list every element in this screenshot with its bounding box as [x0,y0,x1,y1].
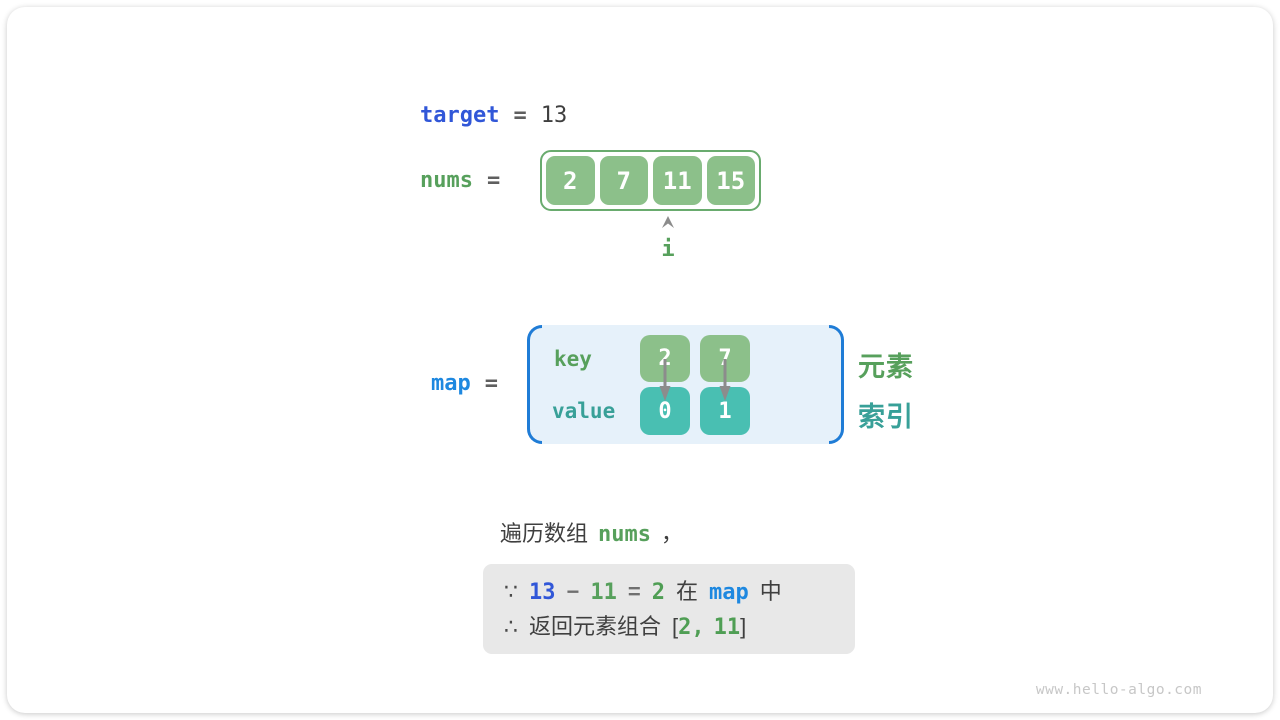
caption-prefix: 遍历数组 [500,521,589,546]
nums-equals: = [486,168,501,193]
therefore-symbol: ∴ [504,614,518,639]
map-value-cell: 1 [700,387,750,435]
conclusion-line-1: ∵ 13 − 11 = 2 在 map 中 [504,575,855,610]
array-cell: 7 [599,156,648,205]
map-right-bracket [829,325,844,444]
key-to-value-arrow-icon [659,359,671,401]
target-label: target [420,103,500,128]
target-number-token: 13 [529,580,556,605]
map-value-row-label: value [552,399,616,423]
map-label: map [431,371,471,396]
figure-card: target = 13 nums = 2 7 11 15 i map = [7,7,1273,713]
difference-token: 2 [651,580,665,605]
result-comma: , [691,615,705,640]
caption-suffix: ， [661,521,684,546]
map-key-row-label: key [554,347,592,371]
equals-operator: = [627,579,641,604]
bracket-open: [ [672,614,679,639]
watermark: www.hello-algo.com [1035,682,1202,698]
index-side-label: 索引 [858,402,914,432]
zhong-text: 中 [759,579,782,604]
caption-nums-token: nums [598,522,651,547]
nums-array: 2 7 11 15 [540,150,761,211]
index-pointer-icon [662,216,674,228]
minus-operator: − [566,579,580,604]
conclusion-line-2: ∴ 返回元素组合 [ 2 , 11 ] [504,610,855,645]
return-text: 返回元素组合 [529,614,662,639]
map-container: key value 2 7 0 1 [527,325,844,444]
in-text: 在 [675,579,698,604]
caption-line: 遍历数组 nums ， [500,518,683,551]
index-pointer-label: i [661,237,675,262]
target-equals: = [513,103,527,128]
conclusion-box: ∵ 13 − 11 = 2 在 map 中 ∴ 返回元素组合 [ 2 , 11 … [483,564,855,654]
map-token: map [708,580,749,605]
target-line: target = 13 [420,101,567,131]
result-pair: [ 2 , 11 ] [672,610,746,645]
element-side-label: 元素 [858,352,914,382]
map-equals: = [484,371,498,396]
because-symbol: ∵ [504,579,518,604]
nums-label: nums [420,168,473,193]
nums-line: nums = [420,166,514,196]
result-value-1: 2 [678,615,692,640]
current-number-token: 11 [590,580,617,605]
map-line: map = [431,369,512,399]
target-value: 13 [540,103,568,128]
array-cell: 2 [546,156,595,205]
key-to-value-arrow-icon [719,359,731,401]
map-left-bracket [527,325,542,444]
bracket-close: ] [740,614,747,639]
array-cell: 15 [706,156,755,205]
map-value-cell: 0 [640,387,690,435]
result-value-2: 11 [713,615,741,640]
array-cell: 11 [653,156,702,205]
